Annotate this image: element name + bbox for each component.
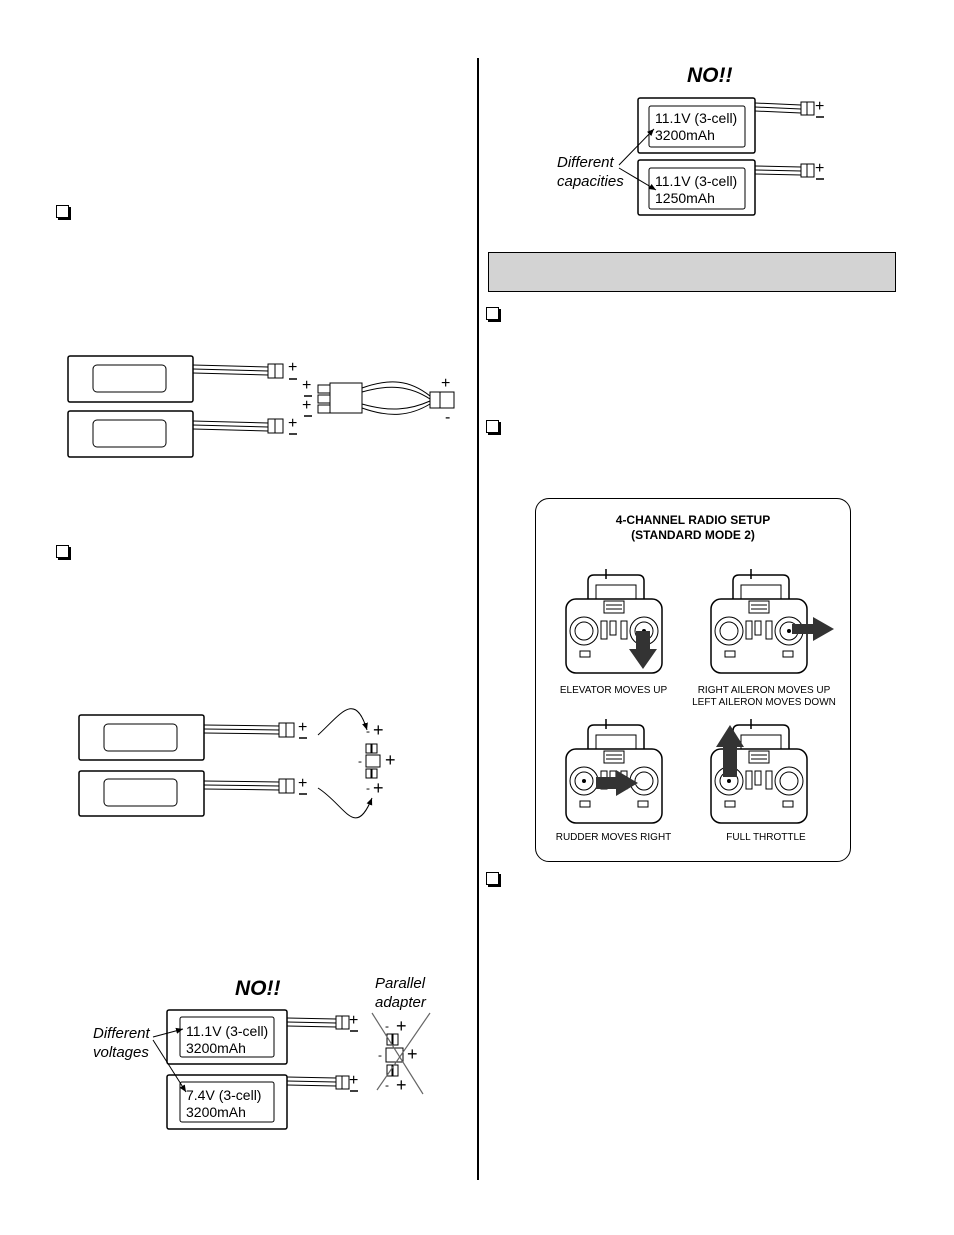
battery-pack-voltage-bottom: + bbox=[166, 1072, 358, 1130]
radio-setup-title: 4-CHANNEL RADIO SETUP (STANDARD MODE 2) bbox=[536, 513, 850, 543]
svg-text:+: + bbox=[815, 160, 824, 177]
battery-capacity-bottom-line1: 11.1V (3-cell) bbox=[655, 173, 738, 189]
checkbox-step-4[interactable] bbox=[486, 420, 499, 433]
battery-voltage-bottom-line2: 3200mAh bbox=[186, 1104, 246, 1120]
battery-pack-capacity-top: + bbox=[637, 97, 824, 154]
battery-voltage-top-label: 11.1V (3-cell) 3200mAh bbox=[186, 1023, 268, 1057]
svg-text:+: + bbox=[396, 1016, 407, 1036]
caption-throttle: FULL THROTTLE bbox=[726, 832, 806, 843]
battery-pack-d: + bbox=[78, 770, 307, 817]
svg-text:-: - bbox=[366, 781, 370, 795]
radio-setup-title-line1: 4-CHANNEL RADIO SETUP bbox=[615, 513, 771, 527]
arrow-right-icon bbox=[596, 770, 638, 796]
no-warning-right: NO!! bbox=[687, 64, 733, 87]
svg-text:+: + bbox=[385, 750, 396, 770]
arrow-up-icon bbox=[716, 725, 744, 777]
arrow-down-icon bbox=[629, 631, 657, 669]
battery-capacity-top-label: 11.1V (3-cell) 3200mAh bbox=[655, 110, 737, 144]
svg-text:+: + bbox=[288, 359, 297, 376]
svg-text:+: + bbox=[349, 1072, 358, 1089]
svg-text:+: + bbox=[373, 720, 384, 740]
different-voltages-line2: voltages bbox=[93, 1044, 149, 1061]
svg-text:-: - bbox=[385, 1019, 389, 1033]
different-voltages-line1: Different bbox=[93, 1025, 150, 1042]
checkbox-step-1[interactable] bbox=[56, 205, 69, 218]
y-harness: + + + - bbox=[302, 375, 455, 426]
radio-setup-title-line2: (STANDARD MODE 2) bbox=[631, 528, 755, 542]
caption-rudder: RUDDER MOVES RIGHT bbox=[555, 832, 672, 843]
svg-text:+: + bbox=[407, 1044, 418, 1064]
transmitter-illustrations bbox=[565, 568, 834, 824]
svg-text:+: + bbox=[302, 377, 311, 394]
svg-text:+: + bbox=[373, 778, 384, 798]
caption-elevator: ELEVATOR MOVES UP bbox=[559, 685, 668, 696]
different-capacities-line2: capacities bbox=[557, 173, 624, 190]
parallel-adapter-label-line1: Parallel bbox=[375, 975, 426, 992]
svg-text:-: - bbox=[358, 754, 362, 768]
capacity-callout-arrows bbox=[618, 128, 657, 191]
battery-pack-b: + bbox=[67, 410, 297, 458]
svg-text:+: + bbox=[396, 1075, 407, 1095]
battery-pack-c: + bbox=[78, 714, 307, 761]
svg-text:-: - bbox=[366, 724, 370, 738]
parallel-adapter-label: Parallel adapter bbox=[375, 974, 426, 1012]
different-voltages-label: Different voltages bbox=[93, 1024, 150, 1062]
checkbox-step-2[interactable] bbox=[56, 545, 69, 558]
svg-text:-: - bbox=[378, 1048, 382, 1062]
battery-pack-voltage-top: + bbox=[166, 1009, 358, 1065]
svg-text:+: + bbox=[288, 415, 297, 432]
parallel-adapter: - + - + - + bbox=[317, 708, 396, 819]
svg-text:+: + bbox=[349, 1012, 358, 1029]
svg-text:-: - bbox=[385, 1078, 389, 1092]
caption-aileron-line2: LEFT AILERON MOVES DOWN bbox=[692, 697, 836, 708]
battery-pack-a: + bbox=[67, 355, 297, 403]
radio-setup-panel: 4-CHANNEL RADIO SETUP (STANDARD MODE 2) bbox=[535, 498, 851, 862]
section-header-bar bbox=[488, 252, 896, 292]
column-divider bbox=[477, 58, 479, 1180]
battery-capacity-bottom-label: 11.1V (3-cell) 1250mAh bbox=[655, 173, 737, 207]
battery-voltage-bottom-line1: 7.4V (3-cell) bbox=[186, 1087, 262, 1103]
battery-voltage-bottom-label: 7.4V (3-cell) 3200mAh bbox=[186, 1087, 261, 1121]
battery-capacity-top-line1: 11.1V (3-cell) bbox=[655, 110, 738, 126]
checkbox-step-3[interactable] bbox=[486, 307, 499, 320]
caption-aileron-line1: RIGHT AILERON MOVES UP bbox=[697, 685, 831, 696]
battery-capacity-top-line2: 3200mAh bbox=[655, 127, 715, 143]
transmitter-aileron bbox=[710, 568, 808, 674]
transmitter-rudder bbox=[565, 718, 663, 824]
no-warning-left: NO!! bbox=[235, 977, 281, 1000]
arrow-right-icon bbox=[792, 617, 834, 641]
battery-capacity-bottom-line2: 1250mAh bbox=[655, 190, 715, 206]
caption-aileron: RIGHT AILERON MOVES UP LEFT AILERON MOVE… bbox=[684, 685, 844, 709]
svg-text:+: + bbox=[302, 397, 311, 414]
svg-text:+: + bbox=[441, 375, 450, 392]
svg-text:-: - bbox=[445, 409, 450, 426]
svg-text:+: + bbox=[298, 775, 307, 792]
different-capacities-line1: Different bbox=[557, 154, 614, 171]
battery-voltage-top-line2: 3200mAh bbox=[186, 1040, 246, 1056]
crossed-parallel-adapter: - + - + - + bbox=[371, 1012, 431, 1095]
different-capacities-label: Different capacities bbox=[557, 153, 624, 191]
svg-text:+: + bbox=[815, 98, 824, 115]
battery-voltage-top-line1: 11.1V (3-cell) bbox=[186, 1023, 269, 1039]
transmitter-throttle bbox=[710, 718, 808, 824]
checkbox-step-5[interactable] bbox=[486, 872, 499, 885]
svg-text:+: + bbox=[298, 719, 307, 736]
parallel-adapter-label-line2: adapter bbox=[375, 994, 426, 1011]
voltage-callout-arrows bbox=[152, 1027, 187, 1093]
